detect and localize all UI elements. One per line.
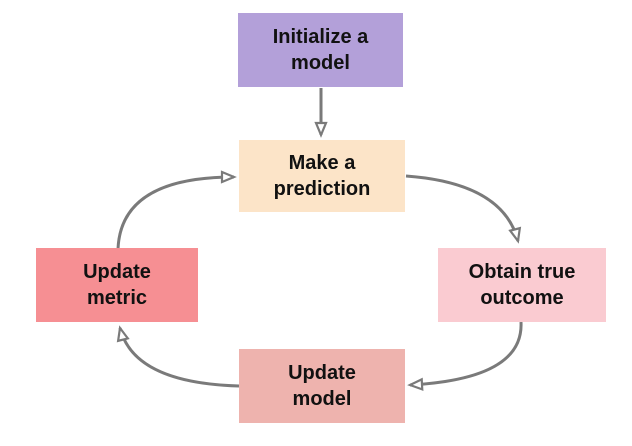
node-label: Obtain true bbox=[468, 261, 576, 283]
node-label: outcome bbox=[480, 287, 564, 309]
node-label: prediction bbox=[273, 178, 371, 200]
node-initialize-model: Initialize a model bbox=[238, 13, 403, 87]
node-obtain-true-outcome: Obtain true outcome bbox=[438, 248, 606, 322]
node-make-a-prediction: Make a prediction bbox=[239, 140, 405, 212]
node-label: model bbox=[292, 388, 352, 410]
node-label: metric bbox=[86, 287, 148, 309]
arrow-update-metric-to-prediction bbox=[116, 170, 237, 250]
node-update-model: Update model bbox=[239, 349, 405, 423]
node-label: model bbox=[291, 52, 350, 74]
arrow-outcome-to-update-model bbox=[407, 321, 523, 391]
node-label: Make a bbox=[288, 152, 356, 174]
node-label: Update bbox=[288, 362, 356, 384]
arrow-prediction-to-outcome bbox=[405, 174, 522, 244]
arrow-update-model-to-update-metric bbox=[116, 325, 240, 388]
node-label: Initialize a bbox=[272, 26, 369, 48]
node-label: Update bbox=[83, 261, 151, 283]
node-update-metric: Update metric bbox=[36, 248, 198, 322]
